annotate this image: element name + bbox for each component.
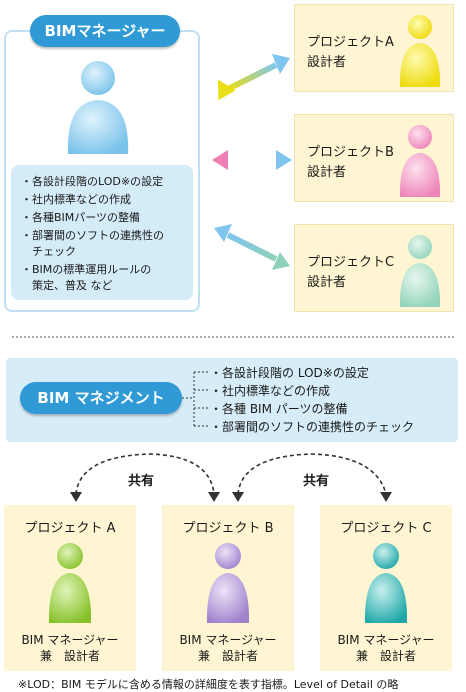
manager-duties-panel: ・各設計段階のLOD※の設定 ・社内標準などの作成 ・各種BIMパーツの整備 ・… <box>11 165 193 300</box>
manager-duty-item: ・BIMの標準運用ルールの <box>21 263 152 276</box>
project-role: 兼 設計者 <box>355 649 416 663</box>
project-name: プロジェクトC <box>307 255 395 270</box>
double-arrow-b-icon <box>212 150 292 170</box>
manager-duty-item: ・各設計段階のLOD※の設定 <box>21 175 164 188</box>
project-name: プロジェクトA <box>307 35 394 50</box>
project-b-person-icon <box>399 125 441 197</box>
project-name: プロジェクト A <box>24 521 116 536</box>
bim-management-label: BIM マネジメント <box>20 382 182 414</box>
manager-duty-item: チェック <box>21 245 76 258</box>
project-name: プロジェクト C <box>340 521 432 536</box>
project-role: 兼 設計者 <box>197 649 258 663</box>
bottom-project-c: プロジェクト C BIM マネージャー 兼 設計者 <box>320 505 452 671</box>
management-duty-item: ・社内標準などの作成 <box>210 384 331 398</box>
manager-duty-item: ・社内標準などの作成 <box>21 193 131 206</box>
section-divider <box>12 336 454 338</box>
project-role: 兼 設計者 <box>39 649 100 663</box>
project-role: BIM マネージャー <box>179 633 277 647</box>
management-duty-item: ・各種 BIM パーツの整備 <box>210 402 348 416</box>
double-arrow-c-icon <box>214 224 290 270</box>
project-role: 設計者 <box>307 165 347 180</box>
project-role: BIM マネージャー <box>21 633 119 647</box>
bottom-project-b: プロジェクト B BIM マネージャー 兼 設計者 <box>162 505 294 671</box>
manager-duty-item: ・部署間のソフトの連携性の <box>21 229 164 242</box>
project-b-box: プロジェクトB 設計者 <box>294 114 454 202</box>
management-duty-item: ・部署間のソフトの連携性のチェック <box>210 420 415 434</box>
bottom-project-a: プロジェクト A BIM マネージャー 兼 設計者 <box>4 505 136 671</box>
bim-manager-title: BIMマネージャー <box>30 15 180 47</box>
manager-duty-item: 策定、普及 など <box>21 279 113 292</box>
project-c-person-icon <box>399 235 441 307</box>
project-c-box: プロジェクトC 設計者 <box>294 224 454 312</box>
project-c-manager-icon <box>364 543 408 623</box>
management-duty-item: ・各設計段階の LOD※の設定 <box>210 366 369 380</box>
double-arrow-a-icon <box>218 54 290 101</box>
project-b-manager-icon <box>206 543 250 623</box>
project-name: プロジェクトB <box>307 145 394 160</box>
lod-footnote: ※LOD：BIM モデルに含める情報の詳細度を表す指標。Level of Det… <box>18 678 399 691</box>
manager-duty-item: ・各種BIMパーツの整備 <box>21 211 141 224</box>
share-label-right: 共有 <box>303 474 330 489</box>
project-a-manager-icon <box>48 543 92 623</box>
project-role: 設計者 <box>307 55 347 70</box>
project-name: プロジェクト B <box>182 521 274 536</box>
project-a-person-icon <box>399 15 441 87</box>
share-arrows <box>70 453 392 502</box>
project-a-box: プロジェクトA 設計者 <box>294 4 454 92</box>
project-role: 設計者 <box>307 275 347 290</box>
manager-person-icon <box>67 61 129 154</box>
project-role: BIM マネージャー <box>337 633 435 647</box>
share-label-left: 共有 <box>128 474 155 489</box>
bracket-connector <box>182 371 210 428</box>
